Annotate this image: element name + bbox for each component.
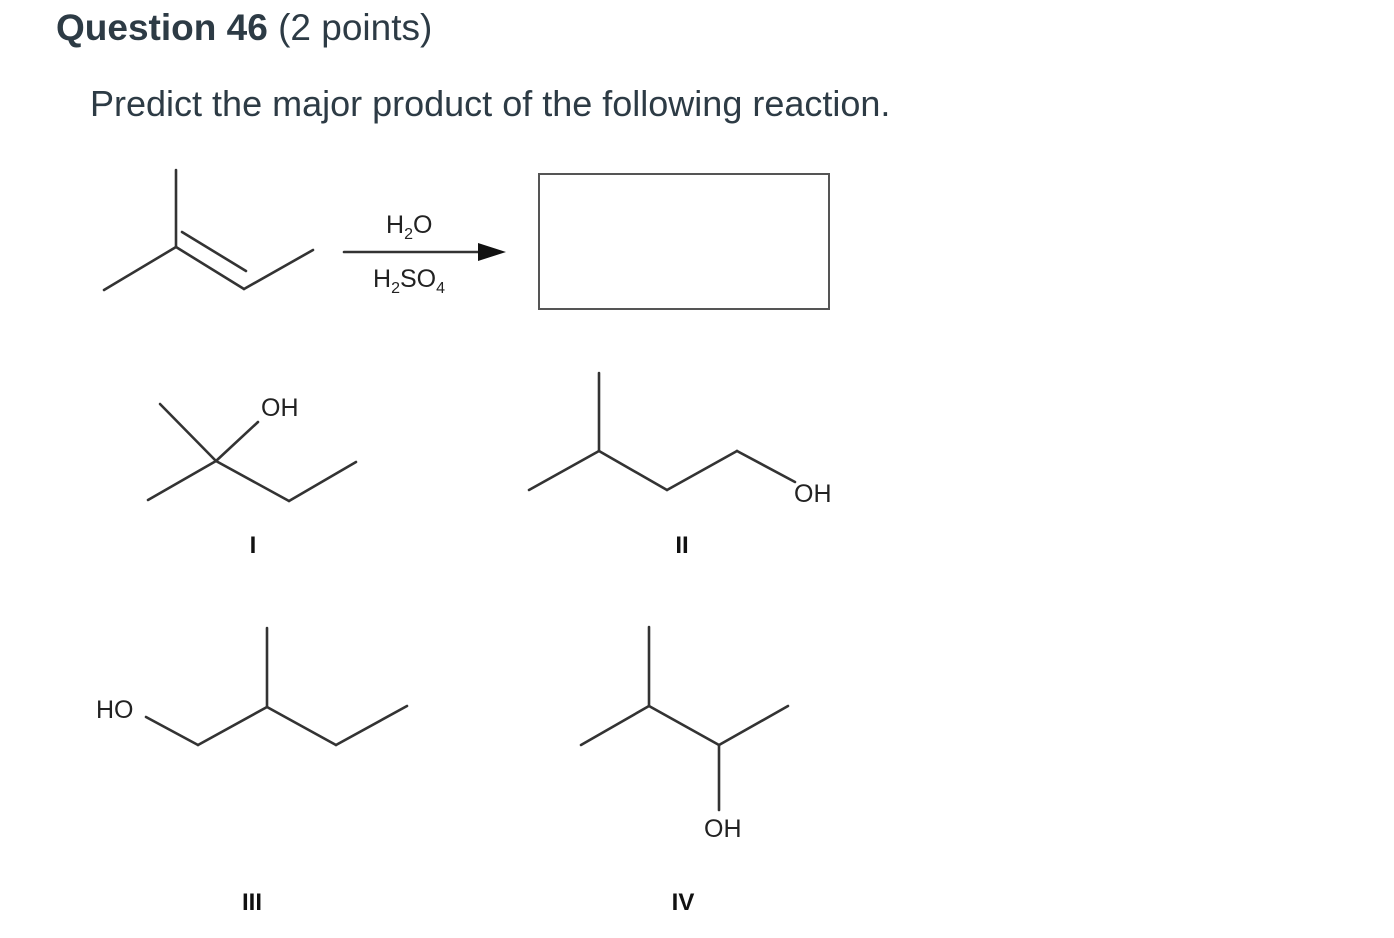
structure-option-ii bbox=[527, 371, 797, 492]
option-i-oh-label: OH bbox=[261, 394, 299, 422]
question-header: Question 46 (2 points) bbox=[56, 6, 432, 50]
starting-alkene bbox=[102, 168, 315, 292]
structure-option-iv bbox=[579, 625, 790, 812]
option-iv-label: IV bbox=[672, 889, 695, 916]
question-points: (2 points) bbox=[278, 7, 433, 48]
double-bond-line bbox=[180, 230, 248, 273]
reagent-sulfuric-acid: H2SO4 bbox=[373, 265, 445, 297]
option-ii-label: II bbox=[675, 532, 688, 559]
option-i-label: I bbox=[250, 532, 257, 559]
product-answer-box bbox=[538, 173, 830, 310]
question-prompt: Predict the major product of the followi… bbox=[90, 83, 891, 124]
structure-option-iii bbox=[144, 626, 409, 747]
option-iii-ho-label: HO bbox=[96, 696, 134, 724]
reagent-water: H2O bbox=[386, 211, 432, 243]
question-title: Question 46 bbox=[56, 7, 268, 48]
option-iv-oh-label: OH bbox=[704, 815, 742, 843]
option-ii-oh-label: OH bbox=[794, 480, 832, 508]
option-iii-label: III bbox=[242, 889, 262, 916]
arrow-head bbox=[478, 243, 506, 261]
structure-option-i bbox=[146, 402, 358, 503]
